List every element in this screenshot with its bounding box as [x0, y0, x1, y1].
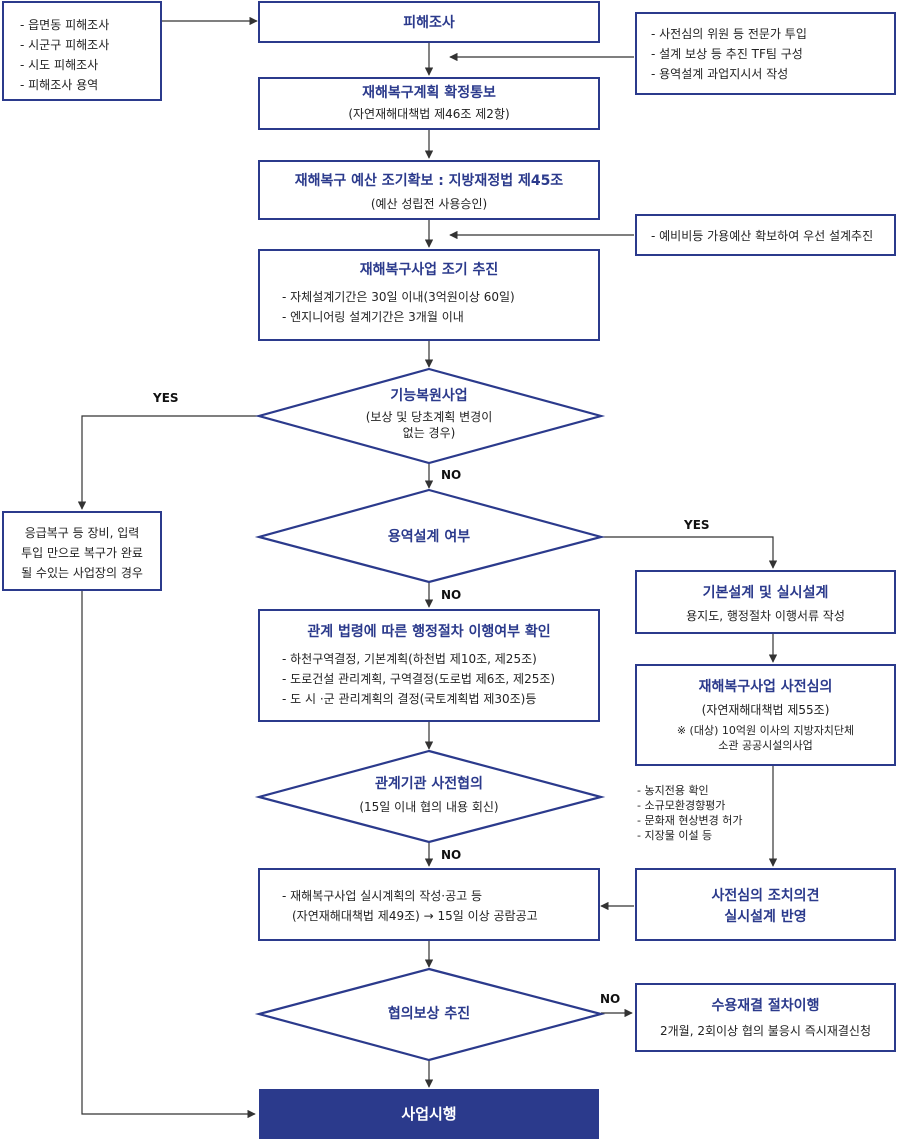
step-admin-check: 관계 법령에 따른 행정절차 이행여부 확인 - 하천구역결정, 기본계획(하천… [258, 609, 600, 722]
opinion-reflect-box: 사전심의 조치의견 실시설계 반영 [635, 868, 896, 941]
step-budget: 재해복구 예산 조기확보 : 지방재정법 제45조 (예산 성립전 사용승인) [258, 160, 600, 220]
list-item: - 엔지니어링 설계기간은 3개월 이내 [282, 310, 464, 324]
review-items-list: - 농지전용 확인 - 소규모환경향평가 - 문화재 현상변경 허가 - 지장물… [637, 783, 743, 843]
step-title: 피해조사 [403, 15, 455, 31]
diamond-subtitle: 없는 경우) [402, 426, 456, 440]
list-item: - 피해조사 용역 [20, 78, 99, 92]
exec-line: - 재해복구사업 실시계획의 작성·공고 등 [282, 889, 483, 903]
diamond-function-restore [254, 367, 606, 465]
diamond-agency-consult-label: 관계기관 사전협의 (15일 이내 협의 내용 회신) [300, 775, 558, 815]
pre-review-box: 재해복구사업 사전심의 (자연재해대책법 제55조) ※ (대상) 10억원 이… [635, 664, 896, 766]
exec-line: (자연재해대책법 제49조) → 15일 이상 공람공고 [292, 909, 538, 923]
survey-types-list: - 읍면동 피해조사 - 시군구 피해조사 - 시도 피해조사 - 피해조사 용… [20, 15, 160, 95]
step-note: 소관 공공시설의사업 [718, 739, 813, 752]
box-line: 투입 만으로 복구가 완료 [21, 546, 143, 560]
arrow-left-to-final [81, 591, 256, 1119]
diamond-title: 기능복원사업 [390, 388, 468, 404]
diamond-agency-consult [254, 749, 606, 844]
diamond-subtitle: (보상 및 당초계획 변경이 [365, 410, 493, 424]
final-step-execute: 사업시행 [259, 1089, 599, 1139]
step-subtitle: (자연재해대책법 제46조 제2항) [348, 107, 510, 121]
list-item: - 하천구역결정, 기본계획(하천법 제10조, 제25조) [282, 652, 537, 666]
list-item: - 지장물 이설 등 [637, 829, 713, 842]
step-items: - 자체설계기간은 30일 이내(3억원이상 60일) - 엔지니어링 설계기간… [282, 287, 598, 327]
step-title: 재해복구계획 확정통보 [362, 85, 496, 101]
no-label: NO [441, 848, 462, 862]
arrow-diamond1-yes-to-left [77, 415, 259, 510]
step-title: 수용재결 절차이행 [711, 998, 820, 1014]
reserve-fund-text: - 예비비등 가용예산 확보하여 우선 설계추진 [651, 229, 874, 243]
diamond-negotiation [254, 967, 606, 1062]
list-item: - 문화재 현상변경 허가 [637, 814, 743, 827]
diamond-subtitle: (15일 이내 협의 내용 회신) [359, 800, 499, 814]
step-items: - 하천구역결정, 기본계획(하천법 제10조, 제25조) - 도로건설 관리… [282, 649, 598, 709]
experts-list: - 사전심의 위원 등 전문가 투입 - 설계 보상 등 추진 TF팀 구성 -… [651, 24, 894, 84]
diamond-service-design [254, 488, 606, 584]
no-label: NO [600, 992, 621, 1006]
opinion-line: 실시설계 반영 [724, 909, 807, 925]
diamond-title: 용역설계 여부 [387, 529, 471, 545]
step-plan-notice: 재해복구계획 확정통보 (자연재해대책법 제46조 제2항) [258, 77, 600, 130]
list-item: - 시도 피해조사 [20, 58, 99, 72]
step-title: 관계 법령에 따른 행정절차 이행여부 확인 [307, 624, 551, 640]
diamond-function-restore-label: 기능복원사업 (보상 및 당초계획 변경이 없는 경우) [300, 387, 558, 441]
step-note: ※ (대상) 10억원 이사의 지방자치단체 [676, 724, 855, 737]
list-item: - 시군구 피해조사 [20, 38, 110, 52]
list-item: - 사전심의 위원 등 전문가 투입 [651, 27, 807, 41]
step-exec-plan: - 재해복구사업 실시계획의 작성·공고 등 (자연재해대책법 제49조) → … [258, 868, 600, 941]
list-item: - 소규모환경향평가 [637, 799, 726, 812]
diamond-title: 관계기관 사전협의 [375, 776, 483, 792]
yes-label: YES [153, 391, 179, 405]
step-title: 재해복구사업 사전심의 [698, 679, 833, 695]
list-item: - 자체설계기간은 30일 이내(3억원이상 60일) [282, 290, 515, 304]
yes-label: YES [684, 518, 710, 532]
list-item: - 읍면동 피해조사 [20, 18, 110, 32]
no-label: NO [441, 468, 462, 482]
step-damage-survey: 피해조사 [258, 1, 600, 43]
diamond-service-design-label: 용역설계 여부 [300, 528, 558, 546]
step-title: 재해복구 예산 조기확보 : 지방재정법 제45조 [294, 173, 564, 189]
list-item: - 도 시 ·군 관리계획의 결정(국토계획법 제30조)등 [282, 692, 537, 706]
step-title: 기본설계 및 실시설계 [702, 585, 829, 601]
list-item: - 용역설계 과업지시서 작성 [651, 67, 789, 81]
survey-types-box: - 읍면동 피해조사 - 시군구 피해조사 - 시도 피해조사 - 피해조사 용… [2, 1, 162, 101]
list-item: - 농지전용 확인 [637, 784, 709, 797]
arrow-diamond2-yes-to-basic [601, 536, 778, 569]
opinion-line: 사전심의 조치의견 [711, 888, 820, 904]
list-item: - 도로건설 관리계획, 구역결정(도로법 제6조, 제25조) [282, 672, 556, 686]
step-title: 재해복구사업 조기 추진 [359, 262, 499, 278]
basic-design-box: 기본설계 및 실시설계 용지도, 행정절차 이행서류 작성 [635, 570, 896, 634]
step-subtitle: 2개월, 2회이상 협의 불응시 즉시재결신청 [660, 1024, 871, 1038]
expropriation-box: 수용재결 절차이행 2개월, 2회이상 협의 불응시 즉시재결신청 [635, 983, 896, 1052]
diamond-title: 협의보상 추진 [387, 1006, 471, 1022]
emergency-recovery-box: 응급복구 등 장비, 입력 투입 만으로 복구가 완료 될 수있는 사업장의 경… [2, 511, 162, 591]
no-label: NO [441, 588, 462, 602]
experts-box: - 사전심의 위원 등 전문가 투입 - 설계 보상 등 추진 TF팀 구성 -… [635, 12, 896, 95]
reserve-fund-box: - 예비비등 가용예산 확보하여 우선 설계추진 [635, 214, 896, 256]
box-line: 될 수있는 사업장의 경우 [21, 566, 143, 580]
step-subtitle: (자연재해대책법 제55조) [701, 703, 830, 717]
diamond-negotiation-label: 협의보상 추진 [300, 1005, 558, 1023]
list-item: - 설계 보상 등 추진 TF팀 구성 [651, 47, 803, 61]
box-line: 응급복구 등 장비, 입력 [24, 526, 140, 540]
step-subtitle: 용지도, 행정절차 이행서류 작성 [686, 609, 845, 623]
step-early-start: 재해복구사업 조기 추진 - 자체설계기간은 30일 이내(3억원이상 60일)… [258, 249, 600, 341]
step-subtitle: (예산 성립전 사용승인) [370, 197, 488, 211]
